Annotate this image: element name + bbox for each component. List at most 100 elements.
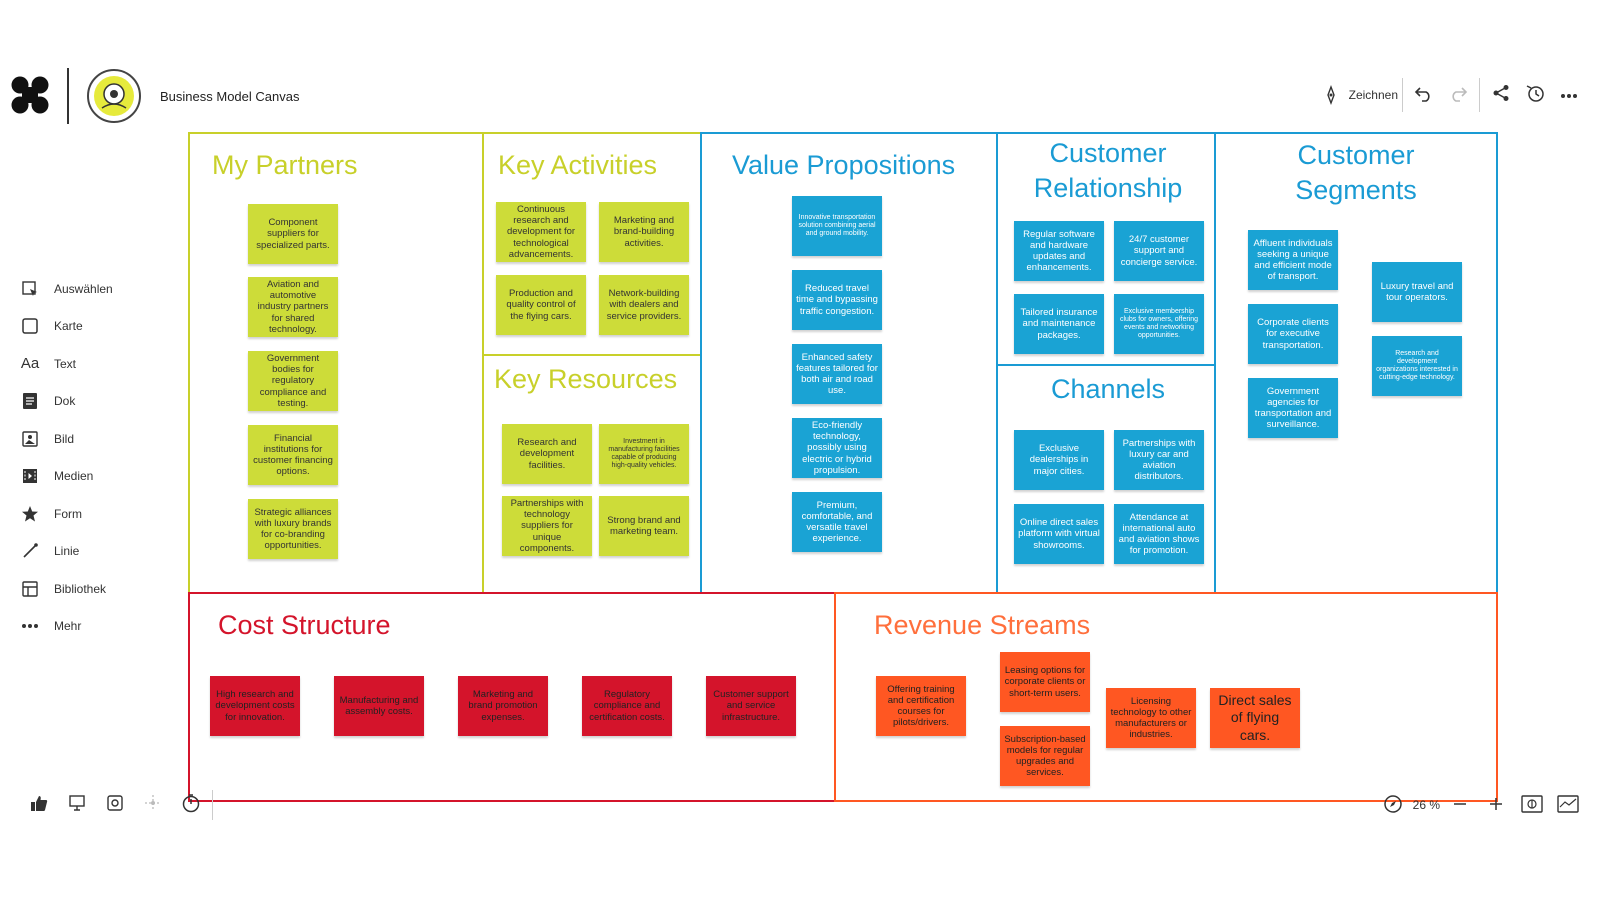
thumbs-up-icon xyxy=(30,794,48,817)
history-button[interactable] xyxy=(1518,80,1552,110)
sticky-note[interactable]: Customer support and service infrastruct… xyxy=(706,676,796,736)
tool-label: Karte xyxy=(54,319,83,334)
sticky-note[interactable]: Enhanced safety features tailored for bo… xyxy=(792,344,882,404)
redo-button[interactable] xyxy=(1441,80,1475,110)
sticky-note[interactable]: Exclusive dealerships in major cities. xyxy=(1014,430,1104,490)
tool-image[interactable]: Bild xyxy=(20,420,150,458)
sticky-note[interactable]: Tailored insurance and maintenance packa… xyxy=(1014,294,1104,354)
tool-text[interactable]: Aa Text xyxy=(20,345,150,383)
section-key-activities[interactable]: Key Activities Continuous research and d… xyxy=(482,132,702,356)
presentation-icon xyxy=(68,794,86,817)
sticky-note[interactable]: Innovative transportation solution combi… xyxy=(792,196,882,256)
presentation-button[interactable] xyxy=(58,790,96,820)
sticky-note[interactable]: Partnerships with luxury car and aviatio… xyxy=(1114,430,1204,490)
sticky-note[interactable]: Subscription-based models for regular up… xyxy=(1000,726,1090,786)
zoom-level[interactable]: 26 % xyxy=(1412,798,1440,812)
sticky-note[interactable]: Marketing and brand promotion expenses. xyxy=(458,676,548,736)
tool-select[interactable]: Auswählen xyxy=(20,270,150,308)
fit-screen-button[interactable] xyxy=(1514,790,1550,820)
sticky-note[interactable]: Continuous research and development for … xyxy=(496,202,586,262)
draw-button[interactable]: Zeichnen xyxy=(1323,85,1398,105)
zoom-out-button[interactable] xyxy=(1442,790,1478,820)
move-icon xyxy=(144,794,162,817)
sticky-note[interactable]: Regulatory compliance and certification … xyxy=(582,676,672,736)
section-title: Key Resources xyxy=(494,364,678,394)
tool-label: Bibliothek xyxy=(54,581,107,596)
sticky-note[interactable]: Aviation and automotive industry partner… xyxy=(248,277,338,337)
tool-document[interactable]: Dok xyxy=(20,383,150,421)
sticky-note[interactable]: Licensing technology to other manufactur… xyxy=(1106,688,1196,748)
sticky-note[interactable]: Exclusive membership clubs for owners, o… xyxy=(1114,294,1204,354)
sticky-note[interactable]: Financial institutions for customer fina… xyxy=(248,425,338,485)
sticky-note[interactable]: Regular software and hardware updates an… xyxy=(1014,221,1104,281)
timer-button[interactable] xyxy=(172,790,210,820)
compass-icon xyxy=(1383,794,1403,817)
sticky-note[interactable]: Direct sales of flying cars. xyxy=(1210,688,1300,748)
sticky-note[interactable]: Government bodies for regulatory complia… xyxy=(248,351,338,411)
sticky-note[interactable]: Strategic alliances with luxury brands f… xyxy=(248,499,338,559)
undo-button[interactable] xyxy=(1407,80,1441,110)
more-icon xyxy=(20,616,40,636)
sticky-note[interactable]: Research and development organizations i… xyxy=(1372,336,1462,396)
sticky-note[interactable]: High research and development costs for … xyxy=(210,676,300,736)
sticky-note[interactable]: Investment in manufacturing facilities c… xyxy=(599,424,689,484)
divider xyxy=(212,790,213,820)
sticky-note[interactable]: Online direct sales platform with virtua… xyxy=(1014,504,1104,564)
tool-shape[interactable]: Form xyxy=(20,495,150,533)
sticky-note[interactable]: Offering training and certification cour… xyxy=(876,676,966,736)
share-button[interactable] xyxy=(1484,80,1518,110)
sticky-note[interactable]: Government agencies for transportation a… xyxy=(1248,378,1338,438)
app-logo-icon[interactable] xyxy=(10,75,50,115)
tool-label: Auswählen xyxy=(54,281,113,296)
divider xyxy=(1479,78,1480,112)
sticky-note[interactable]: Attendance at international auto and avi… xyxy=(1114,504,1204,564)
section-key-resources[interactable]: Key Resources Research and development f… xyxy=(482,354,702,594)
top-toolbar: Zeichnen xyxy=(1323,78,1586,112)
fit-screen-icon xyxy=(1521,794,1543,816)
sticky-note[interactable]: Eco-friendly technology, possibly using … xyxy=(792,418,882,478)
section-customer-segments[interactable]: Customer Segments Affluent individuals s… xyxy=(1214,132,1498,594)
sticky-note[interactable]: Production and quality control of the fl… xyxy=(496,275,586,335)
sticky-note[interactable]: Research and development facilities. xyxy=(502,424,592,484)
minimap-button[interactable] xyxy=(1550,790,1586,820)
zoom-in-button[interactable] xyxy=(1478,790,1514,820)
like-button[interactable] xyxy=(20,790,58,820)
section-title: Cost Structure xyxy=(218,610,391,640)
more-button[interactable] xyxy=(1552,80,1586,110)
section-channels[interactable]: Channels Exclusive dealerships in major … xyxy=(996,364,1216,594)
avatar[interactable] xyxy=(87,69,141,123)
settings-button[interactable] xyxy=(96,790,134,820)
sticky-note[interactable]: Affluent individuals seeking a unique an… xyxy=(1248,230,1338,290)
section-partners[interactable]: My Partners Component suppliers for spec… xyxy=(188,132,484,594)
sticky-note[interactable]: Luxury travel and tour operators. xyxy=(1372,262,1462,322)
more-icon xyxy=(1560,86,1578,104)
move-button[interactable] xyxy=(134,790,172,820)
section-value-propositions[interactable]: Value Propositions Innovative transporta… xyxy=(700,132,998,594)
sticky-note[interactable]: Network-building with dealers and servic… xyxy=(599,275,689,335)
sticky-note[interactable]: Premium, comfortable, and versatile trav… xyxy=(792,492,882,552)
redo-icon xyxy=(1448,84,1468,107)
sticky-note[interactable]: Leasing options for corporate clients or… xyxy=(1000,652,1090,712)
sticky-note[interactable]: Partnerships with technology suppliers f… xyxy=(502,496,592,556)
sticky-note[interactable]: Reduced travel time and bypassing traffi… xyxy=(792,270,882,330)
board-title[interactable]: Business Model Canvas xyxy=(160,89,300,104)
canvas-board[interactable]: My Partners Component suppliers for spec… xyxy=(188,132,1498,802)
section-title: Channels xyxy=(1050,374,1166,404)
sticky-note[interactable]: Strong brand and marketing team. xyxy=(599,496,689,556)
tool-media[interactable]: Medien xyxy=(20,458,150,496)
sticky-note[interactable]: Corporate clients for executive transpor… xyxy=(1248,304,1338,364)
section-customer-relationship[interactable]: Customer Relationship Regular software a… xyxy=(996,132,1216,366)
tool-more[interactable]: Mehr xyxy=(20,608,150,646)
tool-library[interactable]: Bibliothek xyxy=(20,570,150,608)
bottom-right-toolbar: 26 % xyxy=(1375,790,1586,820)
navigation-button[interactable] xyxy=(1375,790,1411,820)
sticky-note[interactable]: Component suppliers for specialized part… xyxy=(248,204,338,264)
sticky-note[interactable]: Manufacturing and assembly costs. xyxy=(334,676,424,736)
sticky-note[interactable]: Marketing and brand-building activities. xyxy=(599,202,689,262)
section-cost-structure[interactable]: Cost Structure High research and develop… xyxy=(188,592,836,802)
tool-card[interactable]: Karte xyxy=(20,308,150,346)
sticky-note[interactable]: 24/7 customer support and concierge serv… xyxy=(1114,221,1204,281)
section-revenue-streams[interactable]: Revenue Streams Offering training and ce… xyxy=(834,592,1498,802)
section-title: Key Activities xyxy=(498,150,658,180)
tool-line[interactable]: Linie xyxy=(20,533,150,571)
